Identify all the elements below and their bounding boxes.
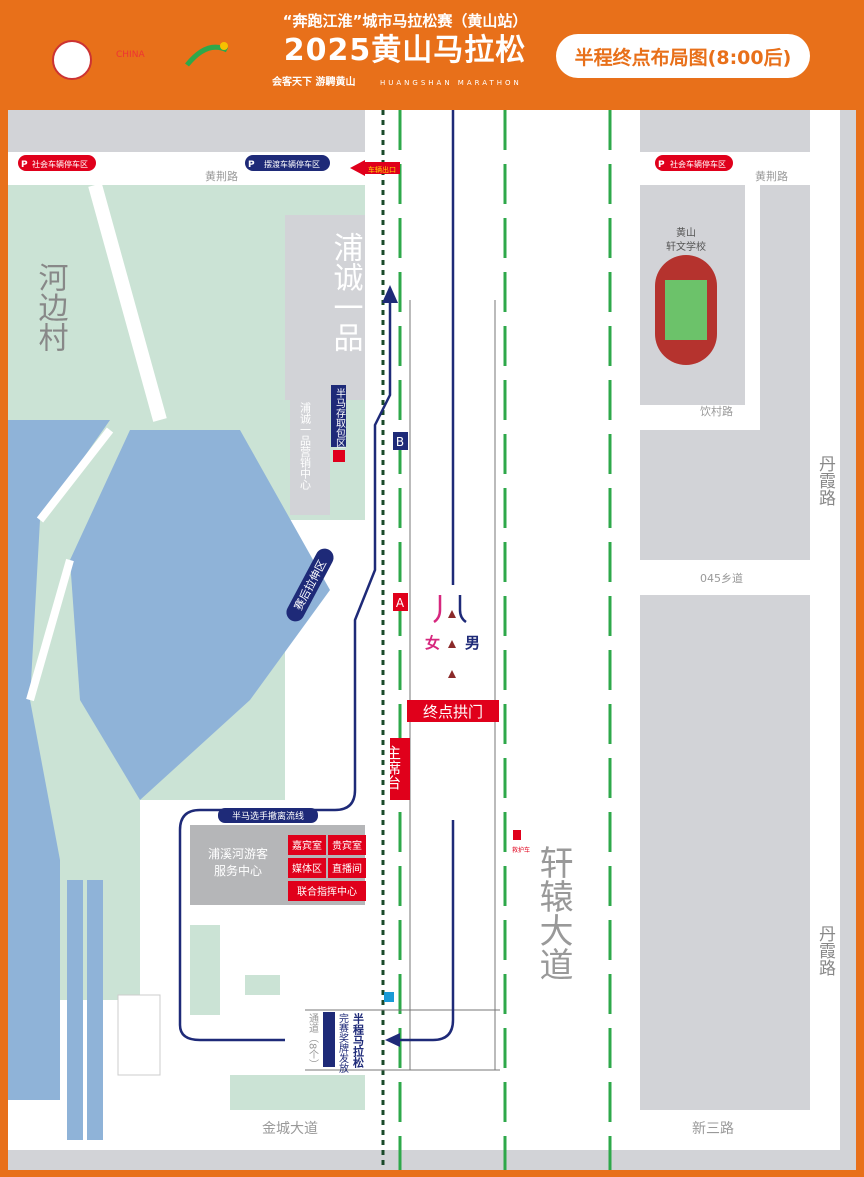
map: 车辆出口 社会车辆停车区 摆渡车辆停车区 社会车辆停车区 P P P 黄荆路 黄荆路…	[8, 110, 856, 1170]
channel-label: 通道（8个）	[307, 1013, 319, 1070]
finish-arch	[407, 700, 499, 722]
place-label: 服务中心	[214, 863, 262, 878]
place-label: 轩文学校	[666, 240, 706, 253]
evac-route-line	[178, 300, 392, 1042]
female-lane-label: 女	[425, 634, 440, 652]
svg-text:贵宾室: 贵宾室	[332, 839, 362, 852]
arrow-icon	[385, 1033, 400, 1047]
parking-icon: P	[658, 160, 665, 170]
zone-b: B	[396, 435, 404, 449]
medal-label: 完赛奖牌发放	[337, 1012, 349, 1074]
svg-text:媒体区: 媒体区	[292, 863, 322, 875]
road-label: 黄荆路	[755, 169, 788, 183]
place-label: 浦溪河游客	[208, 846, 268, 861]
block-pucheng-sales	[290, 395, 330, 515]
arrow-icon	[382, 285, 398, 303]
svg-text:社会车辆停车区: 社会车辆停车区	[32, 159, 88, 169]
finish-arch-label: 终点拱门	[423, 703, 483, 721]
water-icon	[384, 992, 394, 1002]
svg-text:摆渡车辆停车区: 摆渡车辆停车区	[264, 159, 320, 169]
ambulance-icon	[513, 830, 521, 840]
map-title-badge: 半程终点布局图(8:00后)	[556, 34, 810, 78]
parking-social-left: 社会车辆停车区	[18, 155, 96, 171]
place-label: 黄山	[676, 226, 696, 239]
logo-china: CHINA	[116, 50, 145, 60]
road-label: 轩辕大道	[533, 845, 573, 981]
svg-text:嘉宾室: 嘉宾室	[292, 839, 322, 852]
parking-icon: P	[21, 160, 28, 170]
header-subtitle: “奔跑江淮”城市马拉松赛（黄山站）	[282, 12, 528, 30]
road-label: 045乡道	[700, 571, 743, 585]
evac-route-label: 半马选手撤离流线	[232, 810, 304, 822]
place-label: 浦诚一品营销中心	[299, 402, 312, 490]
svg-text:社会车辆停车区: 社会车辆停车区	[670, 159, 726, 169]
road-label: 丹霞路	[815, 455, 836, 506]
first-aid-icon	[333, 450, 345, 462]
road-label: 金城大道	[262, 1121, 318, 1137]
half-marathon-label: 半程马拉松	[352, 1012, 365, 1069]
vehicle-exit-label: 车辆出口	[368, 165, 396, 174]
ambulance-label: 救护车	[512, 846, 530, 854]
svg-text:联合指挥中心: 联合指挥中心	[297, 885, 357, 898]
header-slogan: 会客天下 游騁黄山	[272, 77, 356, 88]
parking-social-right: 社会车辆停车区	[655, 155, 733, 171]
svg-text:直播间: 直播间	[332, 862, 362, 875]
road-label: 黄荆路	[205, 169, 238, 183]
header-title: 2025黄山马拉松	[283, 33, 527, 68]
bag-zone-label: 半马存取包区	[334, 387, 346, 448]
block-puchengyipin	[285, 215, 365, 400]
zone-a: A	[396, 596, 405, 610]
road-label: 饮村路	[700, 404, 733, 418]
parking-icon: P	[248, 160, 255, 170]
main-stand-label: 主席台	[384, 745, 402, 790]
place-label: 浦诚一品	[328, 232, 363, 352]
rooms: 嘉宾室 贵宾室 媒体区 直播间 联合指挥中心	[288, 835, 366, 901]
header-english: HUANGSHAN MARATHON	[380, 79, 522, 87]
male-lane-label: 男	[465, 634, 480, 652]
road-label: 新三路	[692, 1121, 734, 1137]
parking-ferry: 摆渡车辆停车区	[245, 155, 330, 171]
logo-huangshan	[182, 40, 238, 70]
logo-athletics	[52, 40, 92, 80]
road-label: 丹霞路	[815, 925, 836, 976]
place-label: 河边村	[33, 262, 69, 352]
